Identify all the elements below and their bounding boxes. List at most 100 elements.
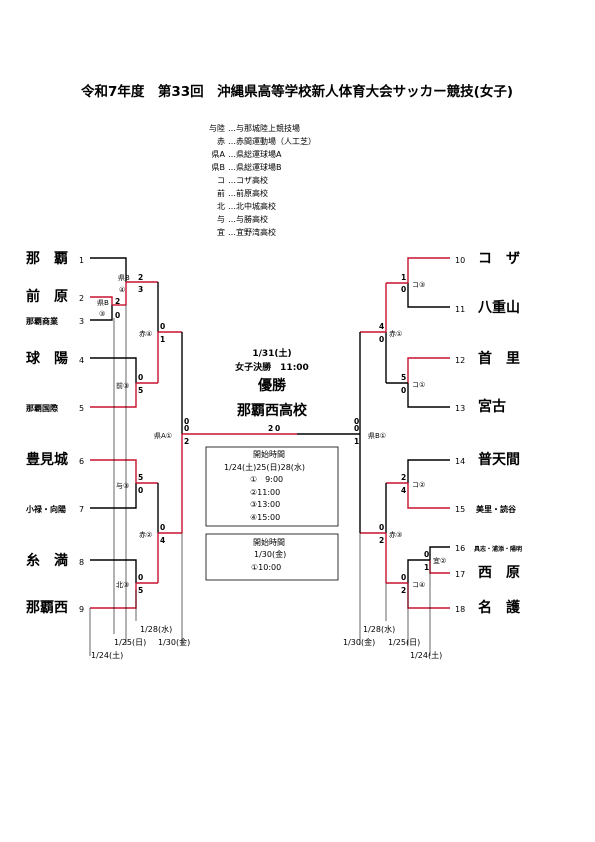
score: 2 xyxy=(115,297,120,306)
venue-label: ③ xyxy=(99,310,105,318)
round-date: 1/30(金) xyxy=(158,637,190,647)
schedule-time: ① 9:00 xyxy=(250,475,283,484)
score: 5 xyxy=(138,386,143,395)
team-name: 宮古 xyxy=(478,398,506,415)
score: 5 xyxy=(138,473,143,482)
score: 1 xyxy=(401,273,406,282)
schedule-time: ④15:00 xyxy=(250,513,280,522)
bracket-line xyxy=(407,357,450,383)
score: 0 xyxy=(184,424,189,433)
score: 0 xyxy=(401,573,406,582)
legend-venue: …コザ高校 xyxy=(228,175,268,185)
legend-code: 北 xyxy=(217,202,225,211)
team-name: 普天間 xyxy=(478,451,520,468)
team-seed: 7 xyxy=(79,505,84,514)
schedule-heading: 開始時間 xyxy=(253,537,285,547)
score: 4 xyxy=(379,322,384,331)
venue-label: 北③ xyxy=(116,581,129,589)
score: 2 xyxy=(401,586,406,595)
venue-label: 県B① xyxy=(368,432,386,440)
final-block: 1/31(土) 女子決勝 11:00 優勝 那覇西高校 xyxy=(235,347,309,419)
team-name: 首 里 xyxy=(478,350,520,367)
score: 3 xyxy=(138,285,143,294)
team-name: 那 覇 xyxy=(26,250,68,267)
score: 0 xyxy=(160,322,165,331)
team-name: 具志・浦添・陽明 xyxy=(473,545,522,553)
score: 0 xyxy=(379,335,384,344)
team-seed: 16 xyxy=(455,544,465,553)
legend-venue: …宜野湾高校 xyxy=(228,227,276,237)
score: 0 xyxy=(184,417,189,426)
bracket-line xyxy=(90,483,137,509)
score: 0 xyxy=(379,523,384,532)
legend-venue: …北中城高校 xyxy=(228,201,276,211)
round-date: 1/24(土) xyxy=(410,650,442,660)
team-seed: 8 xyxy=(79,558,84,567)
venue-legend: 与陸 …与那城陸上競技場 赤 …赤間運動場（人工芝） 県A …県総運球場A 県B… xyxy=(209,123,316,237)
team-name: 糸 満 xyxy=(26,552,68,569)
score: 1 xyxy=(424,563,429,572)
left-bracket-lines xyxy=(90,257,297,609)
bracket-line xyxy=(90,305,113,321)
venue-label: ④ xyxy=(119,286,125,294)
round-date: 1/30(金) xyxy=(343,637,375,647)
team-name: 前 原 xyxy=(26,288,68,305)
team-name: 那覇国際 xyxy=(26,403,59,413)
champion-name: 那覇西高校 xyxy=(237,402,308,419)
bracket-line xyxy=(407,383,450,408)
score: 2 xyxy=(138,273,143,282)
schedule-dates: 1/24(土)25(日)28(水) xyxy=(224,462,305,472)
team-seed: 3 xyxy=(79,317,84,326)
champion-label: 優勝 xyxy=(257,377,287,394)
team-name: 西 原 xyxy=(478,565,520,581)
team-seed: 6 xyxy=(79,457,84,466)
score: 4 xyxy=(401,486,406,495)
venue-label: 赤④ xyxy=(139,330,152,338)
legend-code: コ xyxy=(217,176,225,185)
page-title: 令和7年度 第33回 沖縄県高等学校新人体育大会サッカー競技(女子) xyxy=(80,83,513,100)
legend-venue: …前原高校 xyxy=(228,188,268,198)
final-date: 1/31(土) xyxy=(252,347,291,359)
bracket-line xyxy=(407,257,450,283)
venue-label: コ③ xyxy=(412,281,425,289)
score: 0 xyxy=(401,285,406,294)
team-seed: 9 xyxy=(79,605,84,614)
final-label: 女子決勝 11:00 xyxy=(235,361,309,373)
team-seed: 10 xyxy=(455,256,465,265)
team-seed: 4 xyxy=(79,356,84,365)
team-seed: 2 xyxy=(79,294,84,303)
team-name: 小禄・向陽 xyxy=(25,504,66,514)
bracket-line xyxy=(90,459,137,483)
legend-code: 県A xyxy=(212,150,226,159)
venue-label: 県B xyxy=(97,299,109,307)
team-name: 名 護 xyxy=(478,599,521,616)
bracket-line xyxy=(407,283,450,308)
score: 4 xyxy=(160,536,165,545)
team-seed: 1 xyxy=(79,256,84,265)
left-venues: 県B ④ 県B ③ 赤④ 前③ 与③ 北③ 赤② 県A① xyxy=(97,274,172,589)
team-seed: 15 xyxy=(455,505,465,514)
score: 0 xyxy=(354,417,359,426)
right-scores: 1 0 5 0 4 0 2 4 0 1 0 2 0 2 0 1 xyxy=(354,273,429,595)
schedule-time: ①10:00 xyxy=(251,563,281,572)
left-teams: 那 覇 1 前 原 2 那覇商業 3 球 陽 4 那覇国際 5 豊見城 6 小禄… xyxy=(25,250,84,616)
right-round-dates: 1/28(水) 1/30(金) 1/25(日) 1/24(土) xyxy=(343,624,442,660)
round-date: 1/28(水) xyxy=(140,624,172,634)
venue-label: 宜② xyxy=(433,556,446,565)
final-scores: 2 0 0 0 xyxy=(184,417,359,433)
score: 0 xyxy=(275,424,280,433)
score: 5 xyxy=(401,373,406,382)
schedule-time: ③13:00 xyxy=(250,500,280,509)
score: 2 xyxy=(268,424,273,433)
legend-code: 与 xyxy=(217,215,225,224)
legend-code: 与陸 xyxy=(209,123,225,133)
bracket-line xyxy=(90,357,137,383)
score: 0 xyxy=(115,311,120,320)
bracket-line xyxy=(407,459,450,483)
left-round-dates: 1/28(水) 1/25(日) 1/30(金) 1/24(土) xyxy=(91,624,190,660)
legend-venue: …赤間運動場（人工芝） xyxy=(228,136,316,146)
team-name: コ ザ xyxy=(478,251,520,267)
score: 0 xyxy=(138,573,143,582)
venue-label: コ② xyxy=(412,481,425,489)
